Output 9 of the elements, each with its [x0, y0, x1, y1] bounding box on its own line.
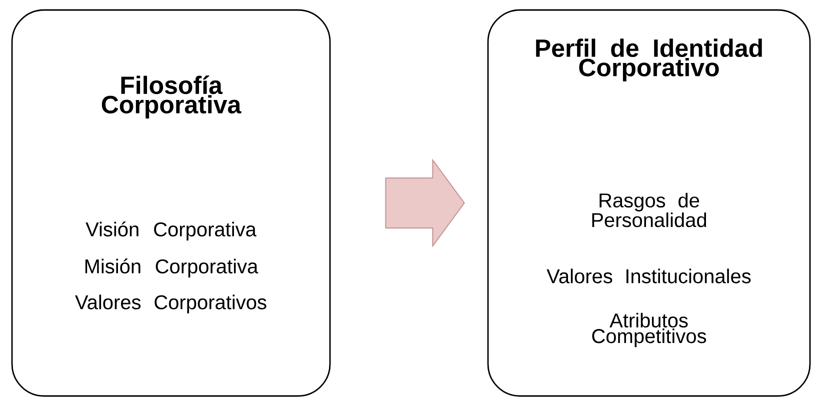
box-heading: Filosofía Corporativa [102, 76, 242, 118]
box-heading: Perfil de Identidad Corporativo [536, 38, 762, 82]
block-arrow [385, 158, 465, 248]
list-item: Misión Corporativa [85, 258, 258, 278]
list-item: Rasgos de Personalidad [592, 192, 706, 228]
list-item: Valores Corporativos [75, 294, 266, 314]
list-item: Visión Corporativa [86, 222, 256, 240]
list-item: Atributos Competitivos [592, 312, 706, 348]
list-item: Valores Institucionales [546, 268, 751, 284]
